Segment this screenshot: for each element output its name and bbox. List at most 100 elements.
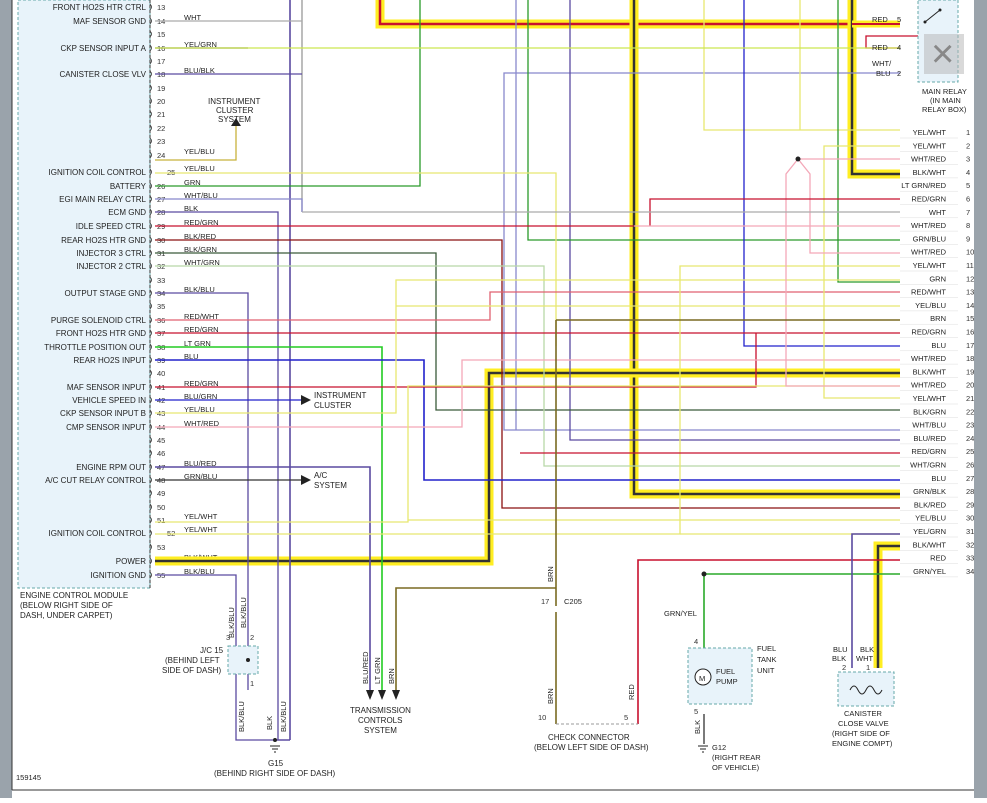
rc-wire-32: BLK/WHT bbox=[913, 540, 947, 549]
ecm-pin-24: 24 bbox=[157, 151, 165, 160]
rc-pin-12: 12 bbox=[966, 274, 974, 283]
ecm-pin-tick bbox=[149, 124, 152, 132]
c205-wire-top: BRN bbox=[546, 566, 555, 582]
rc-pin-14: 14 bbox=[966, 301, 974, 310]
ecm-pin-23: 23 bbox=[157, 137, 165, 146]
ecm-signal-44: CMP SENSOR INPUT bbox=[66, 423, 146, 432]
ecm-pin-tick bbox=[149, 44, 152, 52]
rc-pin-13: 13 bbox=[966, 288, 974, 297]
ecm-wire-31: BLK/GRN bbox=[184, 245, 217, 254]
ecm-pin-19: 19 bbox=[157, 84, 165, 93]
ac-line1: A/C bbox=[314, 471, 328, 480]
tcs-caption-2: CONTROLS bbox=[358, 716, 402, 725]
rc-pin-19: 19 bbox=[966, 367, 974, 376]
ecm-pin-tick bbox=[149, 489, 152, 497]
rc-pin-34: 34 bbox=[966, 567, 974, 576]
ecm-wire-47: BLU/RED bbox=[184, 459, 217, 468]
rc-pin-15: 15 bbox=[966, 314, 974, 323]
ecm-pin-49: 49 bbox=[157, 489, 165, 498]
ecm-caption-2: (BELOW RIGHT SIDE OF bbox=[20, 601, 113, 610]
tcs-wire-3: BRN bbox=[387, 668, 396, 684]
relay-pin5: 5 bbox=[897, 15, 901, 24]
rc-pin-20: 20 bbox=[966, 381, 974, 390]
ac-line2: SYSTEM bbox=[314, 481, 347, 490]
ecm-wire-36: RED/WHT bbox=[184, 312, 219, 321]
rc-wire-4: BLK/WHT bbox=[913, 168, 947, 177]
rc-wire-21: YEL/WHT bbox=[913, 394, 947, 403]
ecm-signal-14: MAF SENSOR GND bbox=[73, 17, 146, 26]
jc15-pin1: 1 bbox=[250, 679, 254, 688]
ecm-wire-48: GRN/BLU bbox=[184, 472, 217, 481]
rc-wire-33: RED bbox=[930, 554, 946, 563]
rc-pin-24: 24 bbox=[966, 434, 974, 443]
ecm-signal-16: CKP SENSOR INPUT A bbox=[60, 44, 146, 53]
relay-pin4-wire: RED bbox=[872, 43, 888, 52]
c205-pin: 17 bbox=[541, 597, 549, 606]
ecm-pin-33: 33 bbox=[157, 276, 165, 285]
figure-id: 159145 bbox=[16, 773, 41, 782]
rc-pin-7: 7 bbox=[966, 208, 970, 217]
rc-pin-4: 4 bbox=[966, 168, 970, 177]
ecm-pin-40: 40 bbox=[157, 369, 165, 378]
relay-caption-1: MAIN RELAY bbox=[922, 87, 967, 96]
ecm-pin-tick bbox=[149, 57, 152, 65]
ecm-signal-29: IDLE SPEED CTRL bbox=[76, 222, 147, 231]
jc15-caption-2: (BEHIND LEFT bbox=[165, 656, 220, 665]
rc-pin-1: 1 bbox=[966, 128, 970, 137]
ecm-pin-22: 22 bbox=[157, 124, 165, 133]
rc-wire-26: WHT/GRN bbox=[910, 461, 946, 470]
ecm-pin-tick bbox=[149, 383, 152, 391]
rc-pin-2: 2 bbox=[966, 141, 970, 150]
ecm-signal-26: BATTERY bbox=[110, 182, 147, 191]
rc-wire-1: YEL/WHT bbox=[913, 128, 947, 137]
ecm-pin-tick bbox=[149, 17, 152, 25]
ecm-pin-tick bbox=[149, 195, 152, 203]
ecm-signal-28: ECM GND bbox=[108, 208, 146, 217]
g15-caption: (BEHIND RIGHT SIDE OF DASH) bbox=[214, 769, 336, 778]
close-button[interactable]: × bbox=[924, 32, 964, 76]
ecm-signal-47: ENGINE RPM OUT bbox=[76, 463, 146, 472]
ecm-signal-41: MAF SENSOR INPUT bbox=[67, 383, 146, 392]
ecm-wire-18: BLU/BLK bbox=[184, 66, 215, 75]
rc-pin-22: 22 bbox=[966, 407, 974, 416]
rc-wire-13: RED/WHT bbox=[911, 288, 946, 297]
ecm-pin-tick bbox=[149, 151, 152, 159]
ecm-wire-26: GRN bbox=[184, 178, 201, 187]
rc-wire-11: YEL/WHT bbox=[913, 261, 947, 270]
fuel-caption-2: TANK bbox=[757, 655, 776, 664]
rc-wire-7: WHT bbox=[929, 208, 946, 217]
rc-wire-18: WHT/RED bbox=[911, 354, 947, 363]
ecm-pin-tick bbox=[149, 476, 152, 484]
rc-wire-17: BLU bbox=[931, 341, 946, 350]
ecm-pin-tick bbox=[149, 208, 152, 216]
rc-pin-25: 25 bbox=[966, 447, 974, 456]
left-margin bbox=[0, 0, 12, 798]
rc-wire-22: BLK/GRN bbox=[913, 407, 946, 416]
ecm-pin-tick bbox=[149, 249, 152, 257]
close-icon[interactable]: × bbox=[931, 32, 954, 76]
ecm-signal-42: VEHICLE SPEED IN bbox=[72, 396, 146, 405]
ecm-pin-tick bbox=[149, 329, 152, 337]
rc-wire-15: BRN bbox=[930, 314, 946, 323]
rc-pin-18: 18 bbox=[966, 354, 974, 363]
ecm-pin-tick bbox=[149, 30, 152, 38]
fuel-ground-caption-2: OF VEHICLE) bbox=[712, 763, 760, 772]
fuel-ground: G12 bbox=[712, 743, 726, 752]
relay-pin2-wire-b: BLU bbox=[876, 69, 891, 78]
rc-pin-3: 3 bbox=[966, 155, 970, 164]
ecm-signal-39: REAR HO2S INPUT bbox=[74, 356, 147, 365]
rc-pin-17: 17 bbox=[966, 341, 974, 350]
rc-wire-2: YEL/WHT bbox=[913, 141, 947, 150]
ecm-pin-tick bbox=[149, 289, 152, 297]
g15-wire-3: BLK/BLU bbox=[279, 701, 288, 732]
fuel-inner-2: PUMP bbox=[716, 677, 738, 686]
g15-wire-1: BLK/BLU bbox=[237, 701, 246, 732]
rc-pin-27: 27 bbox=[966, 474, 974, 483]
relay-caption-3: RELAY BOX) bbox=[922, 105, 967, 114]
ecm-pin-tick bbox=[149, 516, 152, 524]
ecm-pin-tick bbox=[149, 529, 152, 537]
fuel-inner-1: FUEL bbox=[716, 667, 735, 676]
ecm-wire-43: YEL/BLU bbox=[184, 405, 215, 414]
ecm-pin-tick bbox=[149, 302, 152, 310]
